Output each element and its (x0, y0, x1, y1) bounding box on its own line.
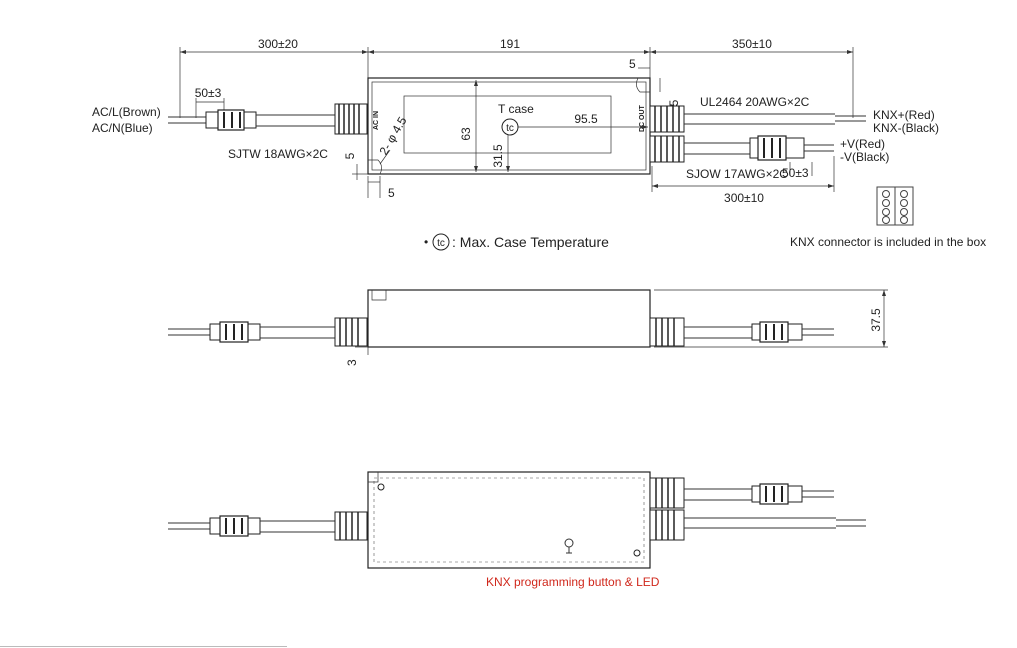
label-v-plus: +V(Red) (840, 137, 885, 151)
legend-text: : Max. Case Temperature (452, 234, 609, 250)
label-knx-minus: KNX-(Black) (873, 121, 939, 135)
knx-note: KNX connector is included in the box (790, 235, 986, 249)
side-view: 3 37.5 (168, 289, 888, 366)
tc-marker-label: tc (506, 123, 514, 134)
footer-rule (0, 646, 287, 647)
knx-connector-icon (876, 186, 914, 226)
dim-tc-y: 31.5 (491, 144, 505, 168)
dim-left-5-h: 5 (388, 186, 395, 200)
dim-right-5-h: 5 (629, 57, 636, 71)
legend-tc-symbol: tc (437, 238, 445, 249)
dim-input-cable: 300±20 (258, 37, 298, 51)
label-v-minus: -V(Black) (840, 150, 889, 164)
label-dc-out: DC OUT (639, 104, 646, 132)
enclosure-side (367, 289, 651, 348)
bottom-view: KNX programming button & LED (168, 471, 866, 589)
dim-right-5-v: 5 (667, 99, 681, 106)
dim-height: 63 (459, 127, 473, 141)
dim-tc-x: 95.5 (574, 112, 598, 126)
enclosure-bottom (367, 471, 651, 569)
dim-output-cable2: 300±10 (724, 191, 764, 205)
output-strain-relief-knx (649, 105, 685, 133)
dim-body-length: 191 (500, 37, 520, 51)
output-strain-relief-dc (649, 135, 685, 163)
dim-strip-output: 50±3 (782, 166, 809, 180)
knx-button-label: KNX programming button & LED (486, 575, 660, 589)
label-tcase: T case (498, 102, 534, 116)
label-ac-in: AC IN (373, 111, 380, 130)
label-ac-n: AC/N(Blue) (92, 121, 153, 135)
label-output-cable: SJOW 17AWG×2C (686, 167, 788, 181)
label-knx-cable: UL2464 20AWG×2C (700, 95, 810, 109)
label-knx-plus: KNX+(Red) (873, 108, 935, 122)
dim-thickness: 37.5 (869, 308, 883, 332)
dim-flange: 3 (345, 359, 359, 366)
input-strain-relief (334, 103, 368, 135)
label-ac-l: AC/L(Brown) (92, 105, 161, 119)
knx-button-icon (564, 538, 574, 554)
label-input-cable: SJTW 18AWG×2C (228, 147, 328, 161)
legend-bullet: • (424, 235, 428, 249)
top-view: 300±20 191 350±10 50±3 AC/L(Brown) AC/N(… (92, 37, 986, 251)
dim-strip-input: 50±3 (195, 86, 222, 100)
label-hole: 2- φ 4.5 (376, 114, 409, 157)
legend-tc-icon (432, 233, 450, 251)
dim-left-5-v: 5 (343, 152, 357, 159)
dim-output-cable: 350±10 (732, 37, 772, 51)
